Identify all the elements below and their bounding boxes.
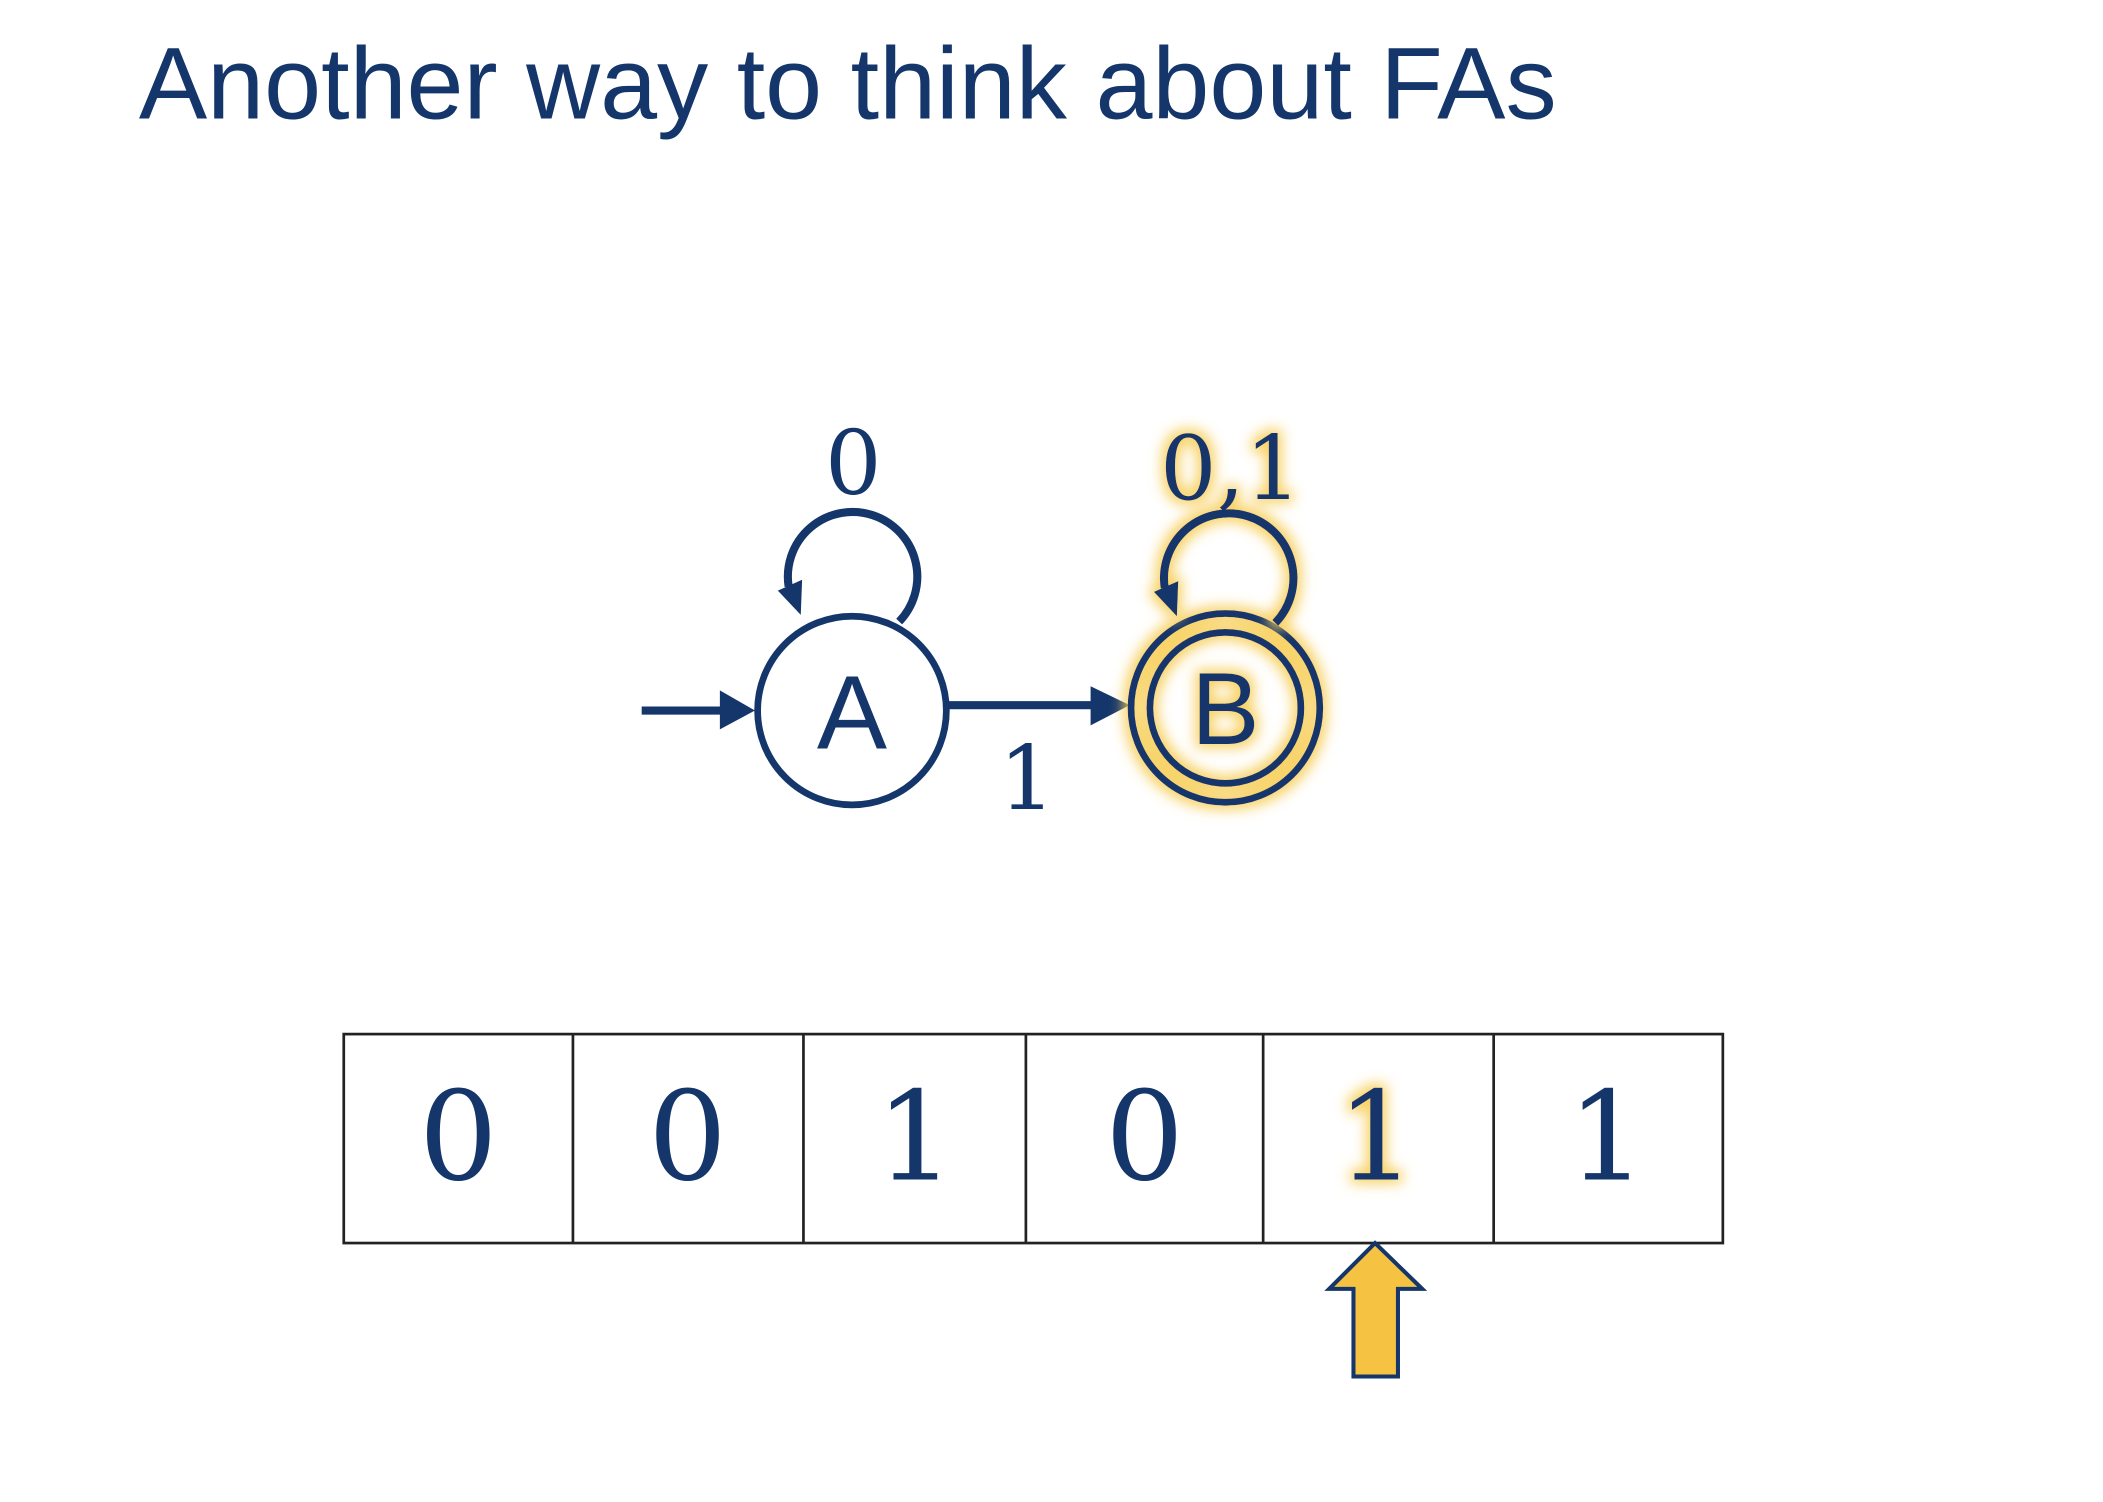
slide-title: Another way to think about FAs [139,26,1557,141]
state-a-label: A [817,654,887,771]
tape-cell: 0 [648,1066,727,1210]
self-loop-b: 0,1 [1153,416,1302,626]
transition-a-b-label: 1 [999,726,1056,830]
state-b: B [1127,610,1324,806]
tape-cell: 1 [1567,1066,1646,1210]
tape-cell-current: 1 [1337,1066,1416,1210]
tape-cell: 0 [1105,1066,1184,1210]
loop-b-label: 0,1 [1160,416,1302,520]
tape-cell: 0 [419,1066,498,1210]
loop-a-label: 0 [825,411,882,515]
start-arrow [641,690,755,730]
transition-a-b: 1 [947,686,1130,830]
input-tape: 0 0 1 0 1 1 [342,1032,1725,1245]
state-b-label: B [1191,651,1259,766]
self-loop-a: 0 [777,411,922,625]
tape-cell: 1 [876,1066,955,1210]
state-a: A [754,612,950,809]
tape-head-arrow-icon [1324,1240,1428,1379]
